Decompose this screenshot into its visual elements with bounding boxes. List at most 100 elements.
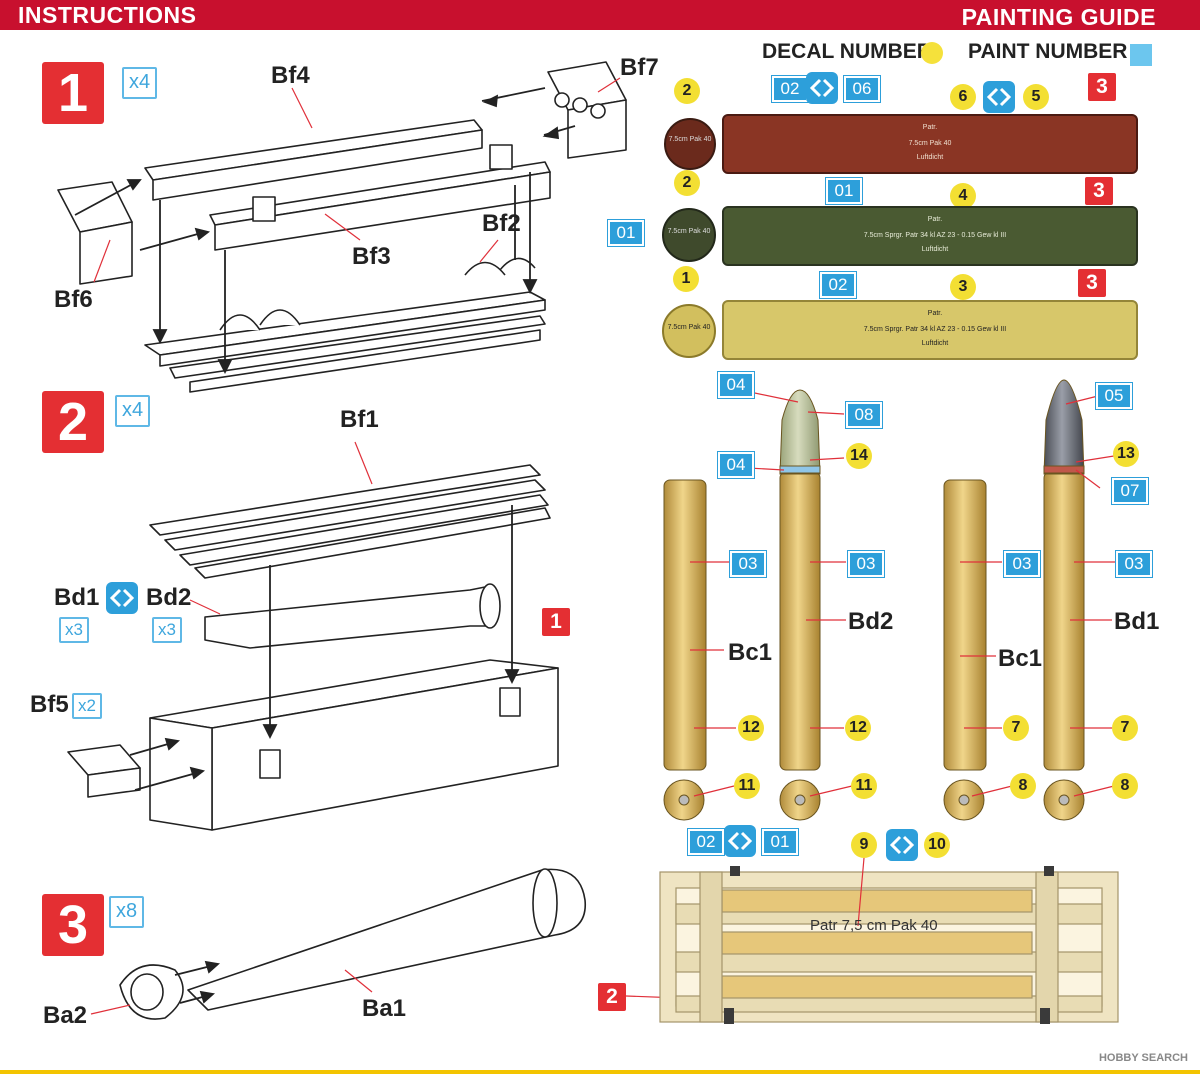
case-decal-12-b: 12 <box>845 715 871 741</box>
case-paint-1: 03 <box>729 550 767 578</box>
canister-3-step-ref: 3 <box>1078 269 1106 297</box>
canister-3-text-1: Patr. <box>927 310 943 317</box>
canister-2-text-2: 7.5cm Sprgr. Patr 34 kl AZ 23 - 0.15 Gew… <box>863 232 1007 239</box>
canister-1-text-1: Patr. <box>922 124 938 131</box>
step-1-reference: 1 <box>542 608 570 636</box>
canister-1-cap-text: 7.5cm Pak 40 <box>668 136 712 143</box>
crate-step-ref: 2 <box>598 983 626 1011</box>
crate-decal-a: 9 <box>851 832 877 858</box>
ap-tip-paint: 05 <box>1095 382 1133 410</box>
canister-2-cap-decal: 2 <box>674 170 700 196</box>
crate-decal-b: 10 <box>924 832 950 858</box>
he-projectile <box>779 389 821 475</box>
part-label-bf2: Bf2 <box>482 210 521 237</box>
shell-case-bc1-b <box>943 479 987 771</box>
swap-icon <box>806 72 838 104</box>
part-label-bd1: Bd1 <box>54 584 100 611</box>
part-label-bc1-b: Bc1 <box>998 645 1043 672</box>
part-label-bf7: Bf7 <box>620 54 659 81</box>
swap-icon <box>983 81 1015 113</box>
decal-legend-dot <box>921 42 943 64</box>
canister-1-text-3: Luftdicht <box>916 154 944 161</box>
step-1-multiplier: x4 <box>122 67 158 99</box>
swap-icon <box>106 582 138 614</box>
step-3-multiplier: x8 <box>109 896 145 928</box>
header-bar: INSTRUCTIONS PAINTING GUIDE <box>0 0 1200 30</box>
step-3-badge: 3 <box>42 894 104 956</box>
canister-2-step-ref: 3 <box>1085 177 1113 205</box>
ap-band-decal: 13 <box>1113 441 1139 467</box>
part-label-bf1: Bf1 <box>340 406 379 433</box>
paint-legend-square <box>1130 44 1152 66</box>
he-tip-paint-a: 04 <box>717 371 755 399</box>
canister-1-step-ref: 3 <box>1088 73 1116 101</box>
canister-1-text-2: 7.5cm Pak 40 <box>908 140 952 147</box>
he-band-paint: 04 <box>717 451 755 479</box>
bf4-panel-front <box>152 129 483 201</box>
part-label-bd2-right: Bd2 <box>848 608 894 635</box>
canister-2-text-3: Luftdicht <box>921 246 949 253</box>
bd-shell <box>204 585 491 649</box>
base-decal-8-a: 8 <box>1010 773 1036 799</box>
part-label-bf3: Bf3 <box>352 243 391 270</box>
ba1-canister <box>187 868 586 1011</box>
shell-case-bc1-a <box>663 479 707 771</box>
canister-3-cap-decal: 1 <box>673 266 699 292</box>
step-2-badge: 2 <box>42 391 104 453</box>
step-1-badge: 1 <box>42 62 104 124</box>
canister-2-cap-end <box>662 208 716 262</box>
case-decal-7-b: 7 <box>1112 715 1138 741</box>
canister-1-paint-b: 06 <box>843 75 881 103</box>
case-paint-4: 03 <box>1115 550 1153 578</box>
canister-1-body-decal: 6 <box>950 84 976 110</box>
part-label-bd1-right: Bd1 <box>1114 608 1160 635</box>
part-label-ba1: Ba1 <box>362 995 407 1022</box>
canister-2-body-decal: 4 <box>950 183 976 209</box>
bottom-accent-bar <box>0 1070 1200 1074</box>
bd2-multiplier: x3 <box>152 617 182 643</box>
canister-1-body <box>722 114 1138 174</box>
he-band-decal: 14 <box>846 443 872 469</box>
paint-number-legend: PAINT NUMBER <box>968 40 1128 63</box>
canister-2-text-1: Patr. <box>927 216 943 223</box>
canister-3-body <box>722 300 1138 360</box>
instructions-title: INSTRUCTIONS <box>18 2 197 28</box>
canister-3-body-decal: 3 <box>950 274 976 300</box>
canister-3-text-2: 7.5cm Sprgr. Patr 34 kl AZ 23 - 0.15 Gew… <box>863 326 1007 333</box>
part-label-bd2: Bd2 <box>146 584 192 611</box>
step-2-multiplier: x4 <box>115 395 151 427</box>
canister-3-cap-text: 7.5cm Pak 40 <box>667 324 711 331</box>
part-label-bc1-a: Bc1 <box>728 639 773 666</box>
crate-stencil-label: Patr 7,5 cm Pak 40 <box>810 917 938 934</box>
bd1-multiplier: x3 <box>59 617 89 643</box>
part-label-bf6: Bf6 <box>54 286 93 313</box>
part-label-bf4: Bf4 <box>271 62 310 89</box>
canister-2-body-paint: 01 <box>825 177 863 205</box>
crate-paint-b: 01 <box>761 828 799 856</box>
canister-2-cap-paint: 01 <box>607 219 645 247</box>
base-decal-11-a: 11 <box>734 773 760 799</box>
watermark: HOBBY SEARCH <box>1098 1052 1188 1064</box>
ap-band-paint: 07 <box>1111 477 1149 505</box>
case-paint-3: 03 <box>1003 550 1041 578</box>
canister-3-body-paint: 02 <box>819 271 857 299</box>
base-decal-11-b: 11 <box>851 773 877 799</box>
canister-2-cap-text: 7.5cm Pak 40 <box>667 228 711 235</box>
canister-1-alt-decal: 5 <box>1023 84 1049 110</box>
swap-icon <box>724 825 756 857</box>
case-decal-12-a: 12 <box>738 715 764 741</box>
case-decal-7-a: 7 <box>1003 715 1029 741</box>
case-paint-2: 03 <box>847 550 885 578</box>
crate-paint-a: 02 <box>687 828 725 856</box>
part-label-ba2: Ba2 <box>43 1002 88 1029</box>
canister-1-cap-end <box>664 118 716 170</box>
bf5-multiplier: x2 <box>72 693 102 719</box>
decal-number-legend: DECAL NUMBER <box>762 40 932 63</box>
base-decal-8-b: 8 <box>1112 773 1138 799</box>
ap-projectile <box>1043 379 1085 475</box>
he-tip-paint-b: 08 <box>845 401 883 429</box>
